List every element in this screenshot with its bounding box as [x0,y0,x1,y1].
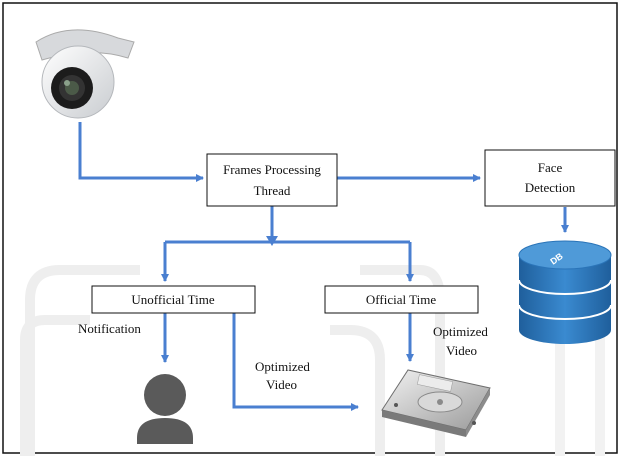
face-detection-line1: Face [538,160,563,175]
unofficial-to-hdd-arrow [232,313,359,411]
optimized-video-right-line1: Optimized [433,324,488,339]
face-detection-line2: Detection [525,180,576,195]
camera-icon [35,29,135,119]
user-icon [137,374,193,444]
notification-label: Notification [78,321,141,336]
unofficial-time-node: Unofficial Time [91,285,256,314]
face-detection-node: Face Detection [484,149,616,207]
optimized-video-right-line2: Video [446,343,477,358]
official-time-label: Official Time [366,292,436,307]
connectors [78,122,569,411]
optimized-video-left-line2: Video [266,377,297,392]
frames-processing-line1: Frames Processing [223,162,321,177]
unofficial-time-label: Unofficial Time [131,292,214,307]
camera-to-frames-arrow [78,122,204,182]
frames-processing-node: Frames Processing Thread [206,153,338,207]
frames-processing-line2: Thread [254,183,291,198]
split-arrowhead [266,236,278,246]
hard-drive-icon [381,369,491,437]
optimized-video-left-line1: Optimized [255,359,310,374]
database-icon: DB [518,240,612,344]
official-time-node: Official Time [324,285,479,314]
